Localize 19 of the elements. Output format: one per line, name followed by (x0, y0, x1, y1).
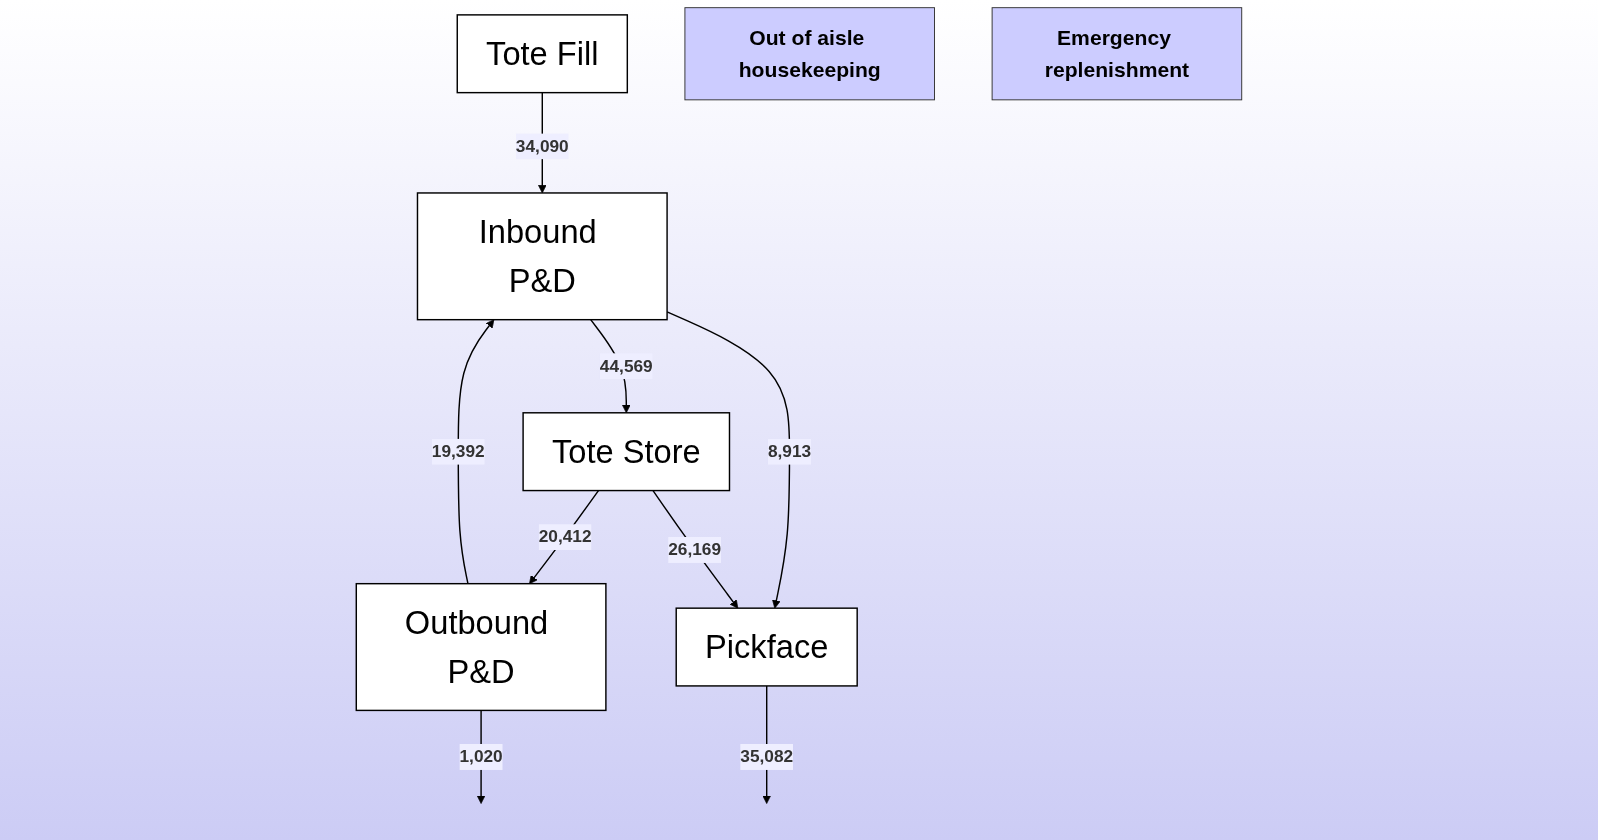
arrow (457, 319, 495, 585)
node-box: Outbound P&D (355, 582, 607, 712)
edge-label: 34,090 (515, 136, 569, 156)
edge-label: 1,020 (459, 746, 503, 767)
edge-label: 35,082 (740, 746, 794, 767)
node-box: Pickface (675, 607, 858, 687)
edge-label: 20,412 (538, 527, 592, 547)
arrow (652, 489, 739, 609)
node-box: Inbound P&D (416, 192, 668, 321)
edge-label: 26,169 (668, 539, 722, 560)
edge-label: 19,392 (431, 441, 485, 461)
arrow (529, 489, 600, 585)
node-box: Tote Store (522, 412, 731, 492)
node-box: Emergency replenishment (991, 7, 1243, 101)
edge-label: 44,569 (599, 356, 653, 376)
arrow (666, 311, 791, 609)
node-box: Out of aisle housekeeping (684, 7, 935, 101)
edge-label: 8,913 (767, 441, 812, 461)
node-box: Tote Fill (456, 14, 629, 94)
